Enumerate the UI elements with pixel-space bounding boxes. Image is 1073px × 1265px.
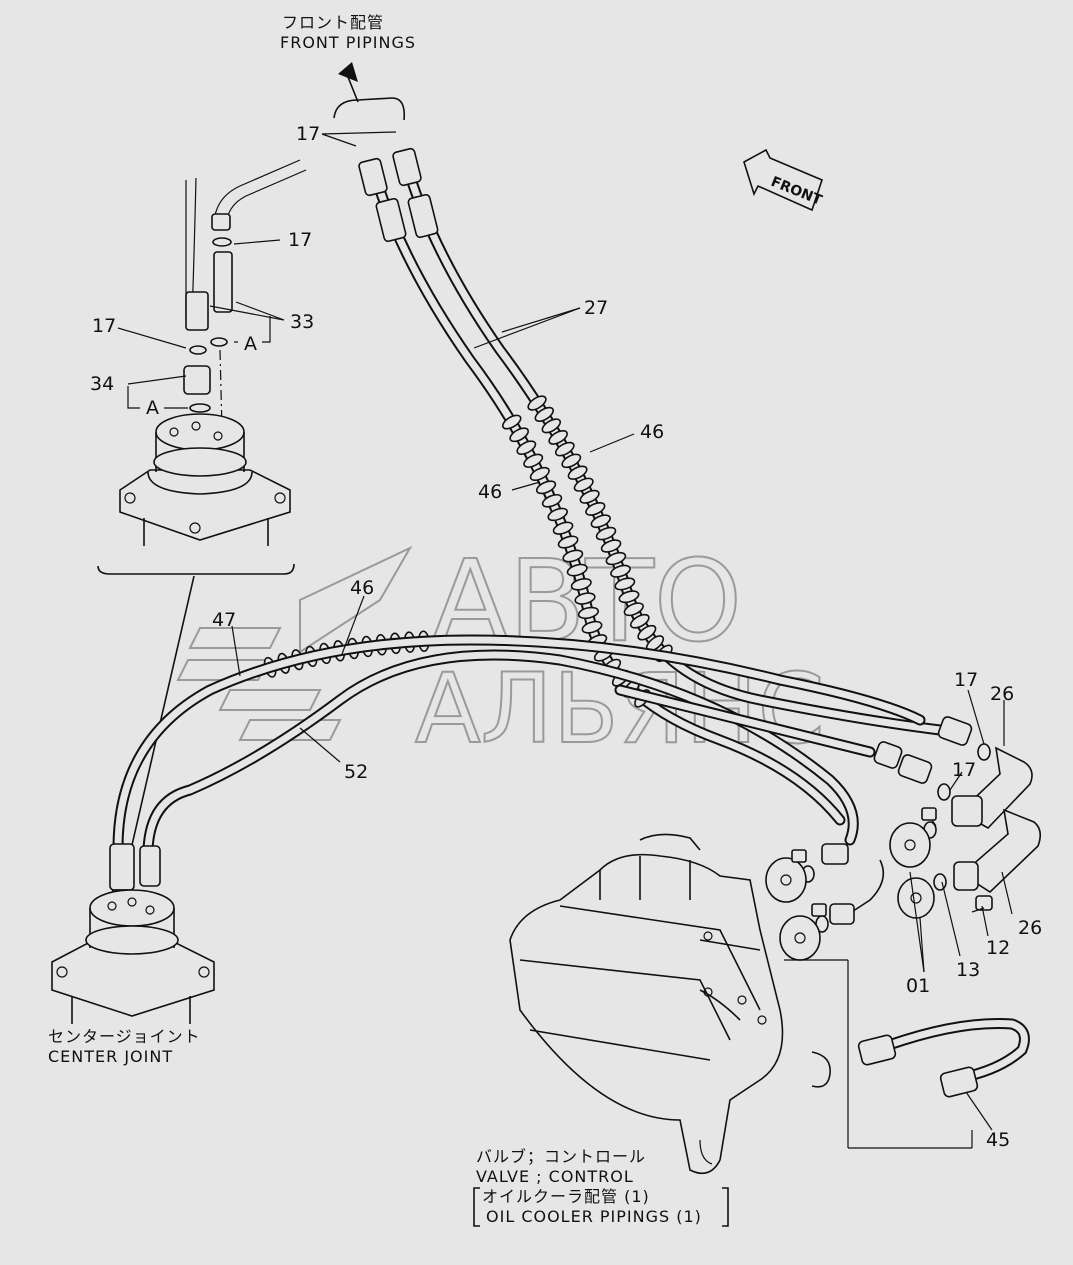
spiral-guard-ring xyxy=(623,602,644,617)
spiral-guard-ring xyxy=(629,613,650,629)
spiral-guard-ring xyxy=(567,465,588,480)
spiral-guard-ring xyxy=(541,418,562,434)
callout-17-b[interactable]: 17 xyxy=(92,315,116,337)
callout-13[interactable]: 13 xyxy=(956,959,980,981)
callout-12[interactable]: 12 xyxy=(986,937,1010,959)
callout-47[interactable]: 47 xyxy=(212,609,236,631)
spiral-guard-ring xyxy=(577,606,600,620)
callout-17-top[interactable]: 17 xyxy=(296,123,320,145)
valve-caption-jp: バルブ；コントロール xyxy=(476,1147,646,1166)
front-direction-arrow[interactable]: FRONT xyxy=(743,148,825,212)
hose-45 xyxy=(857,1018,1030,1098)
spiral-guard-ring xyxy=(595,526,617,541)
spiral-guard-ring xyxy=(509,427,530,443)
spiral-guard-ring xyxy=(529,466,550,482)
center-joint-en: CENTER JOINT xyxy=(48,1047,173,1066)
callout-45[interactable]: 45 xyxy=(986,1129,1010,1151)
spiral-guard-ring xyxy=(581,620,603,634)
spiral-guard-ring xyxy=(535,480,557,495)
spiral-guard-ring xyxy=(516,440,537,455)
spiral-guard-ring xyxy=(574,592,596,605)
valve-caption: バルブ；コントロール VALVE ; CONTROL オイルクーラ配管 (1) … xyxy=(473,1147,729,1227)
spiral-guard-ring xyxy=(610,564,631,578)
spiral-guard-ring xyxy=(585,501,606,516)
valve-caption-en: VALVE ; CONTROL xyxy=(476,1167,634,1186)
center-joint-assembly xyxy=(51,843,215,1024)
callout-labels: 17 17 17 33 A 34 A 27 46 46 46 47 52 17 … xyxy=(90,123,1042,1151)
valve-caption-jp-sub: オイルクーラ配管 (1) xyxy=(482,1187,650,1206)
spiral-guard-ring xyxy=(552,521,574,535)
hoses-47-52 xyxy=(112,634,926,856)
spiral-guard-ring xyxy=(637,624,657,641)
spiral-guard-ring xyxy=(573,477,594,492)
spiral-guard-ring xyxy=(614,577,636,591)
callout-46-c[interactable]: 46 xyxy=(350,577,374,599)
callout-52[interactable]: 52 xyxy=(344,761,368,783)
spiral-guard-ring xyxy=(548,429,568,445)
callout-a-2[interactable]: A xyxy=(146,397,159,419)
callout-46-b[interactable]: 46 xyxy=(478,481,502,503)
callout-26-b[interactable]: 26 xyxy=(1018,917,1042,939)
spiral-guard-ring xyxy=(579,489,600,504)
spiral-guard-ring xyxy=(527,395,547,411)
front-pipings-arrow xyxy=(333,62,406,121)
callout-46-a[interactable]: 46 xyxy=(640,421,664,443)
spiral-guard-ring xyxy=(541,493,563,508)
spiral-guard-ring xyxy=(618,590,640,604)
spiral-guard-ring xyxy=(600,539,622,553)
fittings-cluster xyxy=(765,716,1042,961)
center-joint-jp: センタージョイント xyxy=(48,1027,201,1046)
leader-lines xyxy=(117,131,1013,1131)
header-jp: フロント配管 xyxy=(282,13,384,32)
callout-17-a[interactable]: 17 xyxy=(288,229,312,251)
callout-17-d[interactable]: 17 xyxy=(952,759,976,781)
spiral-guard-ring xyxy=(566,563,588,577)
callout-33[interactable]: 33 xyxy=(290,311,314,333)
spiral-guard-ring xyxy=(547,507,568,522)
spiral-guard-ring xyxy=(557,535,579,549)
spiral-guard-ring xyxy=(501,414,522,430)
control-valve xyxy=(509,833,973,1175)
spiral-guard-ring xyxy=(605,551,627,566)
valve-caption-en-sub: OIL COOLER PIPINGS (1) xyxy=(486,1207,702,1226)
callout-a-1[interactable]: A xyxy=(244,333,257,355)
inset-center-joint-detail xyxy=(97,159,307,846)
spiral-guard-ring xyxy=(590,514,611,529)
spiral-guard-ring xyxy=(561,453,582,469)
spiral-guard-ring xyxy=(554,441,575,457)
callout-26-a[interactable]: 26 xyxy=(990,683,1014,705)
spiral-guard-ring xyxy=(570,577,592,591)
spiral-guard-ring xyxy=(562,549,584,563)
callout-27[interactable]: 27 xyxy=(584,297,608,319)
callout-01[interactable]: 01 xyxy=(906,975,930,997)
callout-17-c[interactable]: 17 xyxy=(954,669,978,691)
header-en: FRONT PIPINGS xyxy=(280,33,416,52)
spiral-guard-ring xyxy=(523,453,544,468)
callout-34[interactable]: 34 xyxy=(90,373,114,395)
spiral-guard-ring xyxy=(534,406,554,422)
